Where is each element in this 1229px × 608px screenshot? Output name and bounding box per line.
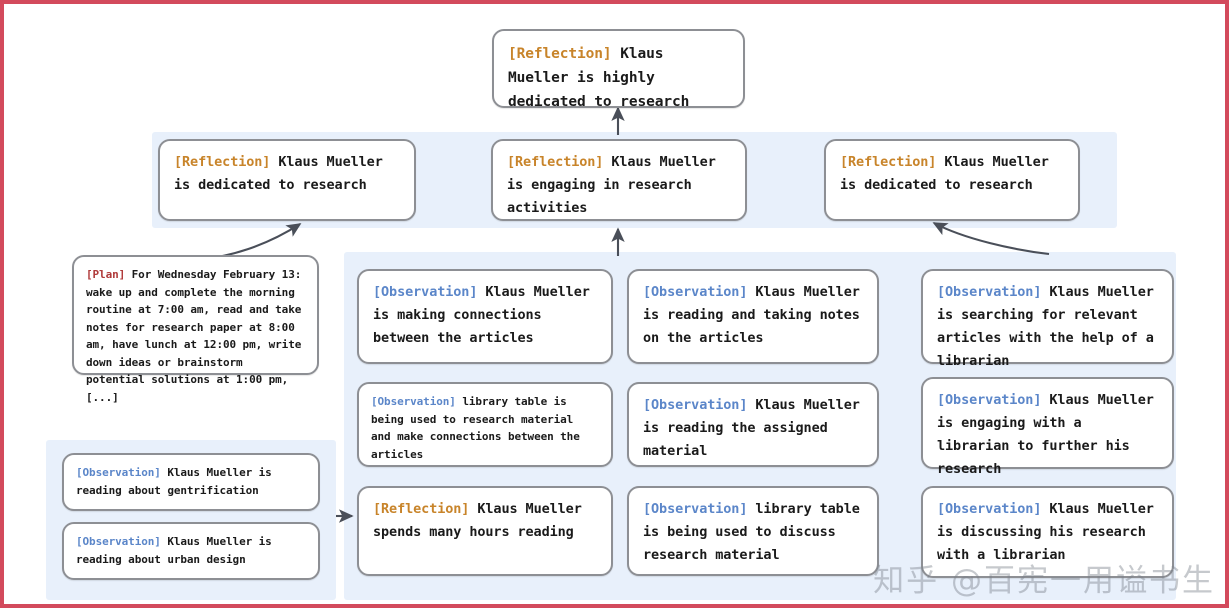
column-c-card-1-text: Klaus Mueller is searching for relevant … [937, 284, 1162, 369]
reflection-card-middle[interactable]: [Reflection] Klaus Mueller is engaging i… [491, 139, 747, 221]
column-b-card-2-text: Klaus Mueller is reading the assigned ma… [643, 397, 868, 459]
plan-card[interactable]: [Plan] For Wednesday February 13: wake u… [72, 255, 319, 404]
plan-card-text: For Wednesday February 13: wake up and c… [86, 268, 308, 404]
column-a-card-1[interactable]: [Observation] Klaus Mueller is making co… [357, 269, 613, 364]
root-reflection-card[interactable]: [Reflection] Klaus Mueller is highly ded… [492, 29, 745, 110]
tag-observation: [Observation] [371, 395, 456, 408]
root-reflection-text: Klaus Mueller is highly dedicated to res… [508, 46, 690, 110]
column-c-card-3[interactable]: [Observation] Klaus Mueller is discussin… [921, 486, 1174, 578]
column-a-card-1-text: Klaus Mueller is making connections betw… [373, 284, 598, 346]
tag-observation: [Observation] [937, 501, 1042, 517]
column-a-card-2-text: library table is being used to research … [371, 395, 587, 461]
column-b-card-1[interactable]: [Observation] Klaus Mueller is reading a… [627, 269, 879, 364]
left-observation-card-2[interactable]: [Observation] Klaus Mueller is reading a… [62, 522, 320, 580]
watermark: 知乎 @百宪一用谥书生 [873, 563, 1215, 599]
left-observation-1-text: Klaus Mueller is reading about gentrific… [76, 466, 279, 497]
column-b-card-3-text: library table is being used to discuss r… [643, 501, 868, 563]
tag-reflection: [Reflection] [508, 46, 612, 62]
reflection-card-left[interactable]: [Reflection] Klaus Mueller is dedicated … [158, 139, 416, 221]
reflection-left-text: Klaus Mueller is dedicated to research [174, 154, 391, 193]
column-a-card-3-text: Klaus Mueller spends many hours reading [373, 501, 590, 540]
tag-observation: [Observation] [643, 397, 748, 413]
left-observation-2-text: Klaus Mueller is reading about urban des… [76, 535, 279, 566]
tag-reflection: [Reflection] [507, 154, 604, 170]
tag-observation: [Observation] [643, 284, 748, 300]
tag-observation: [Observation] [643, 501, 748, 517]
column-b-card-2[interactable]: [Observation] Klaus Mueller is reading t… [627, 382, 879, 467]
reflection-right-text: Klaus Mueller is dedicated to research [840, 154, 1057, 193]
tag-plan: [Plan] [86, 268, 126, 281]
column-b-card-1-text: Klaus Mueller is reading and taking note… [643, 284, 868, 346]
tag-reflection: [Reflection] [373, 501, 470, 517]
column-c-card-3-text: Klaus Mueller is discussing his research… [937, 501, 1162, 563]
column-a-card-3[interactable]: [Reflection] Klaus Mueller spends many h… [357, 486, 613, 576]
left-observation-card-1[interactable]: [Observation] Klaus Mueller is reading a… [62, 453, 320, 511]
reflection-middle-text: Klaus Mueller is engaging in research ac… [507, 154, 724, 216]
column-c-card-1[interactable]: [Observation] Klaus Mueller is searching… [921, 269, 1174, 369]
column-a-card-2[interactable]: [Observation] library table is being use… [357, 382, 613, 467]
column-c-card-2-text: Klaus Mueller is engaging with a librari… [937, 392, 1162, 477]
tag-reflection: [Reflection] [840, 154, 937, 170]
tag-observation: [Observation] [937, 284, 1042, 300]
tag-observation: [Observation] [76, 535, 161, 548]
column-b-card-3[interactable]: [Observation] library table is being use… [627, 486, 879, 576]
reflection-card-right[interactable]: [Reflection] Klaus Mueller is dedicated … [824, 139, 1080, 221]
tag-observation: [Observation] [937, 392, 1042, 408]
tag-reflection: [Reflection] [174, 154, 271, 170]
column-c-card-2[interactable]: [Observation] Klaus Mueller is engaging … [921, 377, 1174, 477]
tag-observation: [Observation] [76, 466, 161, 479]
tag-observation: [Observation] [373, 284, 478, 300]
